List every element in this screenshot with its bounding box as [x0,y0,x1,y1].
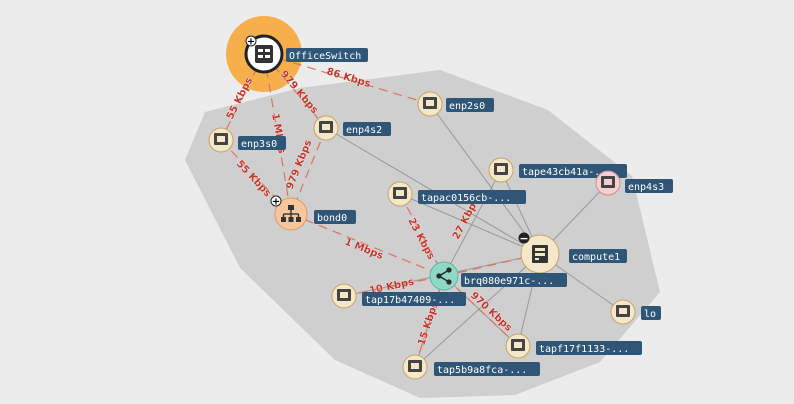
node-label-bg [569,249,627,263]
collapse-badge-glyph: − [519,232,528,245]
node-tap17b47409[interactable]: tap17b47409-... [331,283,466,309]
node-label-enp2s0: enp2s0 [449,101,485,112]
expand-badge-glyph: + [272,197,280,208]
node-label-compute1: compute1 [572,252,620,263]
ethernet-port-icon [423,97,437,109]
ethernet-port-icon [616,305,630,317]
switch-icon [255,45,273,63]
node-brq080e971c[interactable]: brq080e971c-... [429,261,567,291]
node-compute1[interactable]: − compute1 [518,232,628,274]
node-label-officeswitch: OfficeSwitch [289,51,361,62]
server-icon [532,245,548,263]
node-tape43cb41a[interactable]: tape43cb41a-... [488,157,627,183]
expand-badge[interactable] [270,195,282,207]
node-officeswitch[interactable]: + OfficeSwitch [244,34,368,74]
node-label-bg [362,292,466,306]
ethernet-port-icon [408,360,422,372]
node-label-bg [343,122,391,136]
node-tap5b9a8fca[interactable]: tap5b9a8fca-... [402,354,540,380]
node-label-bg [625,179,673,193]
node-label-tape43cb41a: tape43cb41a-... [522,167,612,178]
node-bond0[interactable]: + bond0 [270,195,356,231]
node-enp2s0[interactable]: enp2s0 [417,91,494,117]
ethernet-port-icon [601,176,615,188]
edge-enp2s0-compute1 [429,103,541,255]
expand-badge-glyph: + [247,37,255,48]
ethernet-port-icon [494,163,508,175]
node-label-bg [536,341,642,355]
ethernet-port-icon [511,339,525,351]
edge-tap17-bridge [343,275,445,297]
node-label-lo: lo [644,309,656,320]
bridge-icon [436,267,452,285]
collapse-badge[interactable] [518,232,530,244]
node-label-tap17b47409: tap17b47409-... [365,295,455,306]
node-label-bg [238,136,286,150]
ethernet-port-icon [337,289,351,301]
edge-tap5b-bridge-traffic [414,275,445,368]
node-label-bg [314,210,356,224]
node-label-bg [461,273,567,287]
node-label-bg [418,190,526,204]
edge-enp3s0-bond0 [220,139,292,215]
bond-icon [281,205,301,222]
node-label-tapac0156cb: tapac0156cb-... [421,193,511,204]
node-label-bg [446,98,494,112]
node-label-enp4s2: enp4s2 [346,125,382,136]
node-enp4s3[interactable]: enp4s3 [595,170,673,196]
ethernet-port-icon [214,133,228,145]
host-group-hull [185,70,660,398]
node-tapf17f1133[interactable]: tapf17f1133-... [505,333,642,359]
node-label-tapf17f1133: tapf17f1133-... [539,344,629,355]
edge-tapac-bridge [399,193,445,277]
node-label-bg [286,48,368,62]
edge-bond0-bridge [290,213,445,277]
node-lo[interactable]: lo [610,299,661,325]
edge-tape43-bridge [443,169,502,277]
ethernet-port-icon [319,121,333,133]
node-label-brq080e971c: brq080e971c-... [464,276,554,287]
node-label-bond0: bond0 [317,213,347,224]
node-label-bg [434,362,540,376]
node-label-enp3s0: enp3s0 [241,139,277,150]
node-enp3s0[interactable]: enp3s0 [208,127,286,153]
node-label-enp4s3: enp4s3 [628,182,664,193]
edge-tapf1-bridge-traffic [443,275,519,347]
edge-tap5b-compute1 [414,253,541,368]
ethernet-port-icon [393,187,407,199]
node-label-bg [641,306,661,320]
edge-switch-bond0 [263,53,292,215]
node-tapac0156cb[interactable]: tapac0156cb-... [387,181,526,207]
node-label-tap5b9a8fca: tap5b9a8fca-... [437,365,527,376]
expand-badge[interactable] [245,35,257,47]
node-enp4s2[interactable]: enp4s2 [313,115,391,141]
